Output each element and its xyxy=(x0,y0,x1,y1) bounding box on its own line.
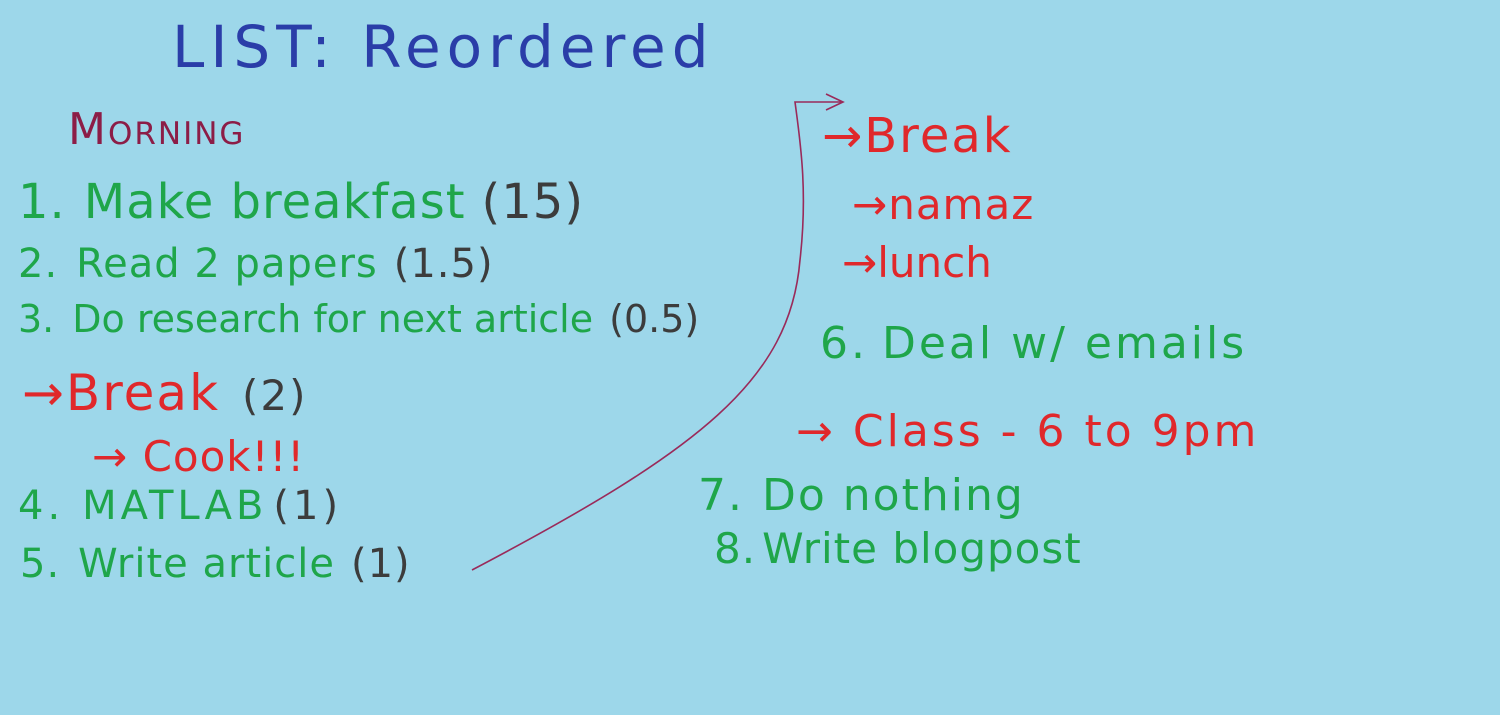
namaz-note: →namaz xyxy=(852,184,1034,226)
list-item-8: 8.Write blogpost xyxy=(714,528,1082,570)
arrow-right-icon: → xyxy=(796,406,836,457)
cook-label: Cook!!! xyxy=(142,432,306,481)
item-text: Make breakfast xyxy=(83,174,466,230)
list-item-7: 7.Do nothing xyxy=(698,474,1025,518)
item-text: Read 2 papers xyxy=(76,241,378,287)
item-number: 3. xyxy=(18,297,55,341)
item-duration: (1) xyxy=(273,483,343,529)
list-item-1: 1.Make breakfast(15) xyxy=(18,178,584,226)
connector-curve xyxy=(471,101,842,571)
break-label: Break xyxy=(65,364,221,422)
list-item-4: 4. MATLAB(1) xyxy=(18,486,342,526)
lunch-note: →lunch xyxy=(842,242,992,284)
break-duration: (2) xyxy=(242,371,308,420)
item-text: Deal w/ emails xyxy=(881,318,1248,369)
list-item-3: 3. Do research for next article (0.5) xyxy=(18,300,699,338)
class-note: → Class - 6 to 9pm xyxy=(796,410,1259,454)
item-duration: (15) xyxy=(481,174,585,230)
item-number: 6. xyxy=(820,318,868,369)
section-heading-morning: Morning xyxy=(68,104,246,155)
break-entry-afternoon: →Break xyxy=(822,112,1013,160)
item-number: 2. xyxy=(18,241,59,287)
item-text: Write blogpost xyxy=(762,524,1082,573)
page-title: LIST: Reordered xyxy=(172,13,715,81)
cook-note: → Cook!!! xyxy=(92,436,305,478)
item-number: 8. xyxy=(714,524,757,573)
break-entry-morning: →Break(2) xyxy=(22,368,308,418)
list-item-2: 2. Read 2 papers (1.5) xyxy=(18,244,494,284)
item-number: 5. xyxy=(20,541,61,587)
arrow-right-icon: → xyxy=(842,238,878,287)
item-text: Do research for next article xyxy=(72,297,594,341)
class-label: Class - 6 to 9pm xyxy=(852,406,1260,457)
arrow-right-icon: → xyxy=(852,180,889,229)
item-number: 1. xyxy=(18,174,66,230)
item-number: 7. xyxy=(698,470,744,521)
namaz-label: namaz xyxy=(888,180,1035,229)
list-item-6: 6.Deal w/ emails xyxy=(820,322,1247,366)
item-duration: (1) xyxy=(350,541,411,587)
arrow-right-icon: → xyxy=(22,364,66,422)
list-item-5: 5. Write article (1) xyxy=(20,544,411,584)
arrow-right-icon: → xyxy=(822,108,865,164)
lunch-label: lunch xyxy=(877,238,992,287)
item-number: 4. xyxy=(18,483,65,529)
item-text: MATLAB xyxy=(82,483,268,529)
item-duration: (0.5) xyxy=(609,297,700,341)
break-label: Break xyxy=(864,108,1013,164)
item-duration: (1.5) xyxy=(393,241,494,287)
connector-arrowhead-icon xyxy=(825,93,845,111)
item-text: Write article xyxy=(78,541,335,587)
item-text: Do nothing xyxy=(761,470,1025,521)
arrow-right-icon: → xyxy=(92,432,129,481)
